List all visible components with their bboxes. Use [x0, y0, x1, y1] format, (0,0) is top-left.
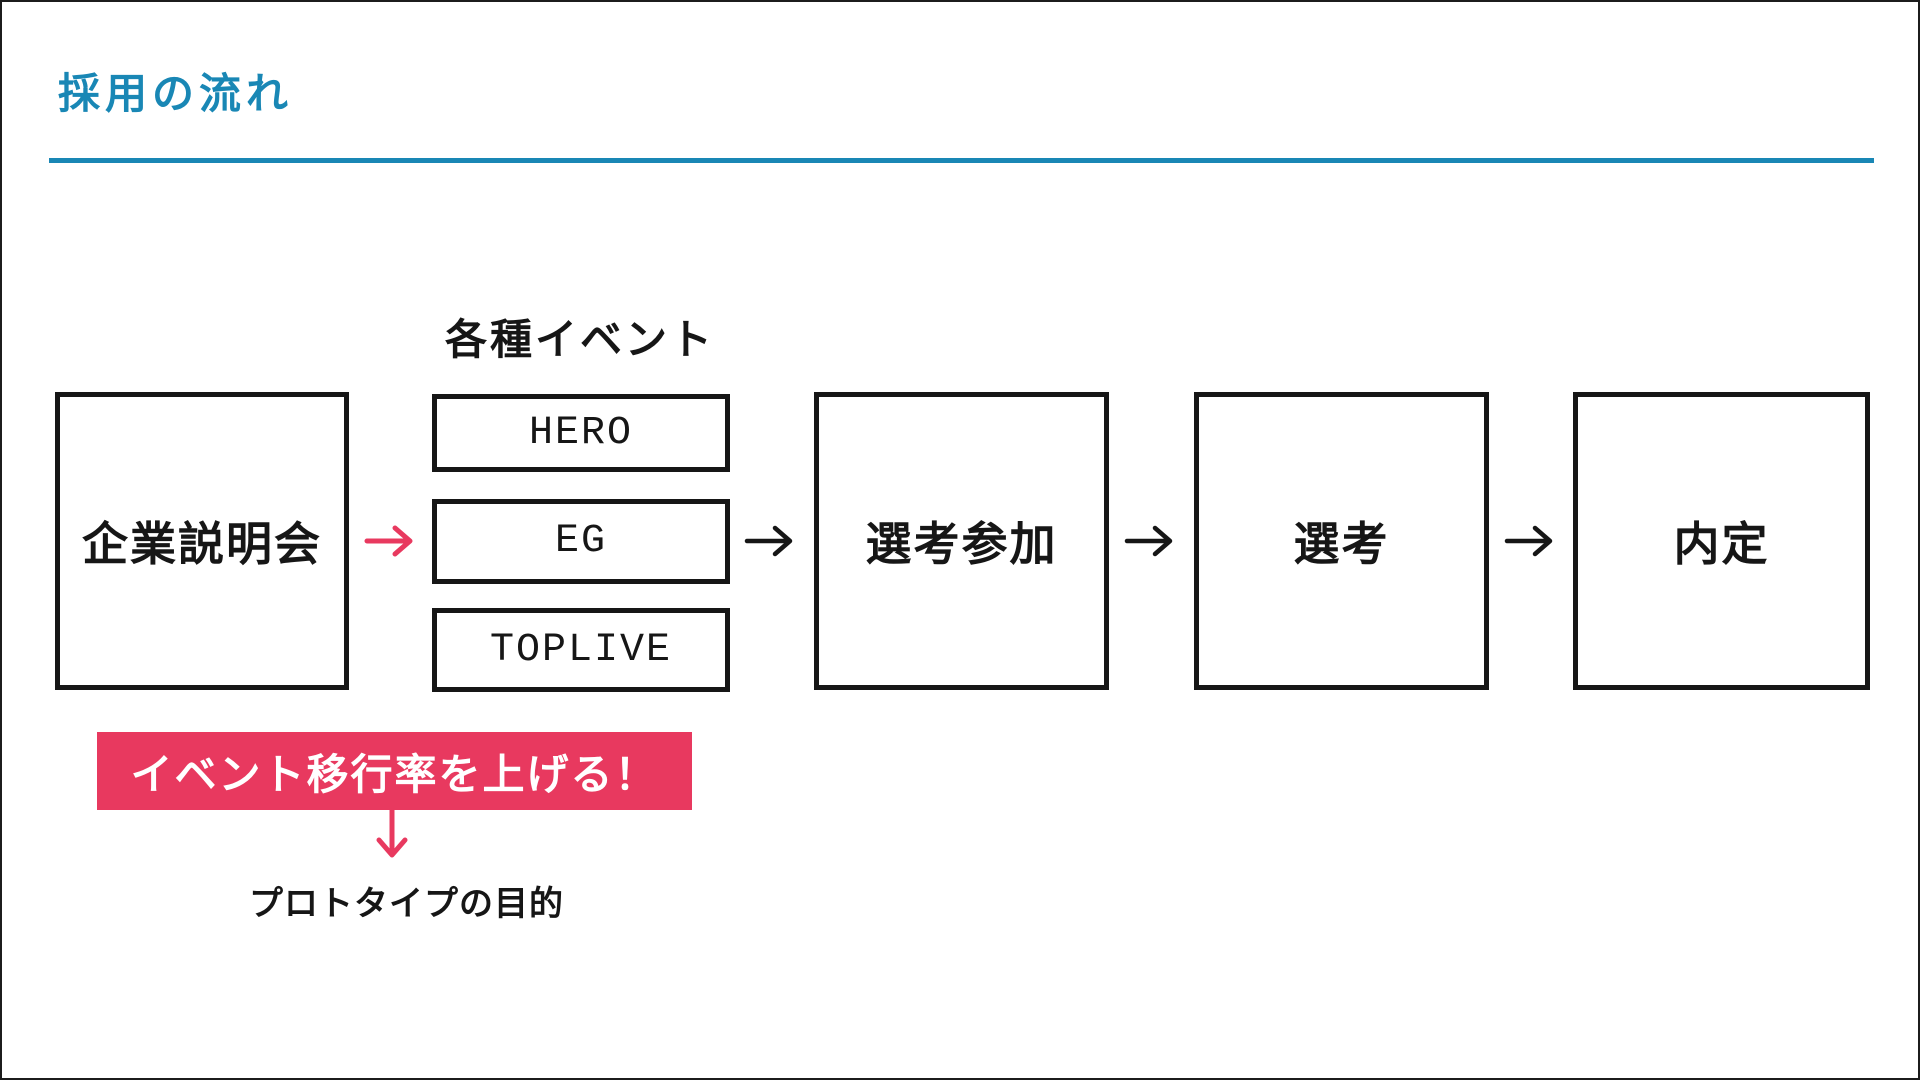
event-label-toplive: TOPLIVE	[489, 627, 673, 673]
event-box-toplive: TOPLIVE	[432, 608, 730, 692]
slide-title: 採用の流れ	[58, 70, 294, 117]
prototype-purpose-caption: プロトタイプの目的	[249, 885, 564, 923]
arrow-right-icon	[1124, 516, 1176, 566]
arrow-pink-right-icon	[364, 516, 416, 566]
step-label-selection: 選考	[1293, 518, 1390, 570]
step-label-job-offer: 内定	[1673, 518, 1770, 570]
arrow-pink-down-icon	[370, 808, 414, 862]
title-underline	[49, 158, 1874, 163]
event-label-hero: HERO	[528, 410, 633, 456]
event-box-eg: EG	[432, 499, 730, 584]
step-label-selection-entry: 選考参加	[865, 518, 1058, 570]
step-box-selection-entry: 選考参加	[814, 392, 1109, 690]
highlight-banner: イベント移行率を上げる！	[97, 732, 692, 810]
step-box-job-offer: 内定	[1573, 392, 1870, 690]
event-box-hero: HERO	[432, 394, 730, 472]
arrow-right-icon	[744, 516, 796, 566]
step-box-selection: 選考	[1194, 392, 1489, 690]
event-label-eg: EG	[554, 519, 607, 564]
events-group-label: 各種イベント	[444, 316, 715, 363]
step-label-company-info-session: 企業説明会	[82, 518, 322, 570]
step-box-company-info-session: 企業説明会	[55, 392, 349, 690]
highlight-banner-label: イベント移行率を上げる！	[130, 750, 659, 798]
arrow-right-icon	[1504, 516, 1556, 566]
